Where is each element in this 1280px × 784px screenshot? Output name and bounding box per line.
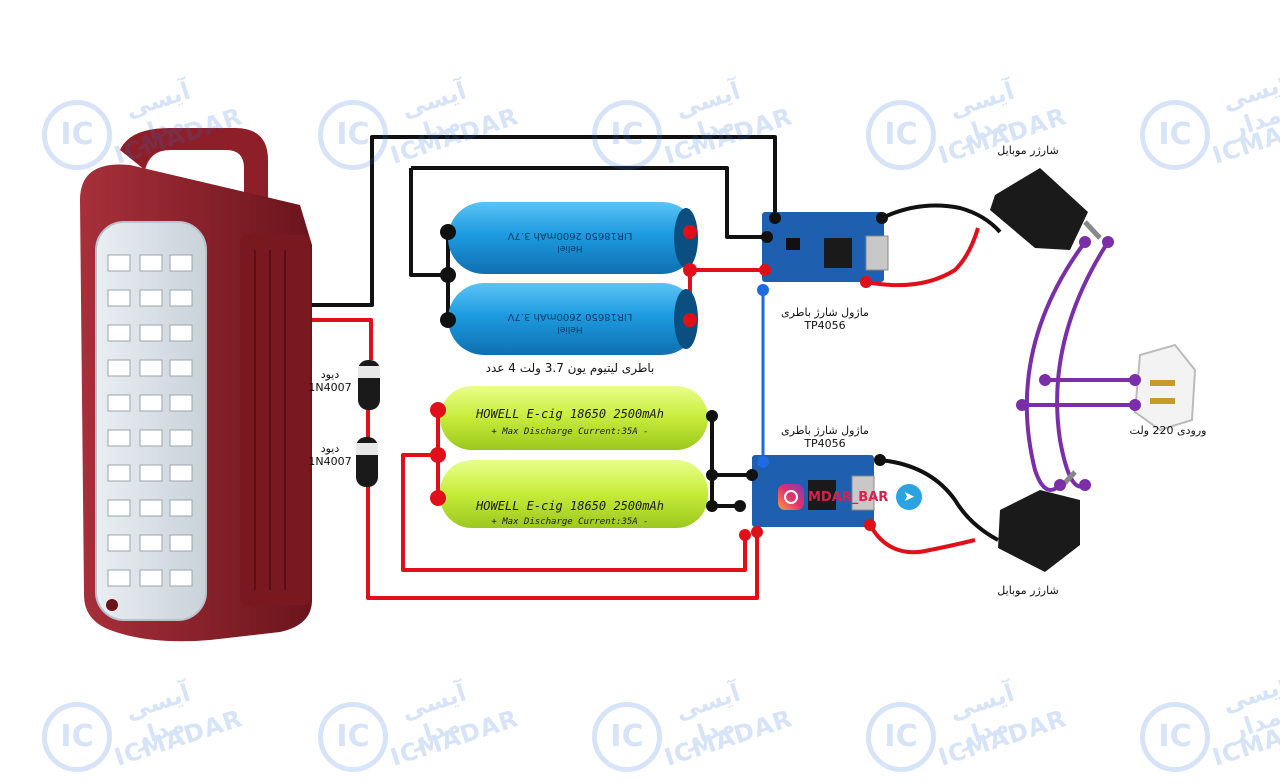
diode-label-text: دیود bbox=[320, 442, 340, 455]
charger-label-top: شارژر موبایل bbox=[997, 144, 1059, 157]
module-part: TP4056 bbox=[804, 437, 846, 450]
module-label-top: ماژول شارژ باطری TP4056 bbox=[770, 306, 880, 332]
diode-label-bottom: دیود 1N4007 bbox=[300, 442, 360, 468]
mobile-charger-bottom bbox=[998, 470, 1080, 572]
charger-label-bottom: شارژر موبایل bbox=[997, 584, 1059, 597]
junctions-red bbox=[430, 225, 876, 541]
junctions-black bbox=[440, 212, 888, 512]
wires-black bbox=[312, 135, 1002, 542]
ac-input-label: ورودی 220 ولت bbox=[1129, 424, 1207, 437]
wall-plug bbox=[1133, 343, 1197, 432]
tp4056-module-top bbox=[762, 212, 889, 282]
diode-part-number: 1N4007 bbox=[308, 455, 352, 468]
battery-blue-bottom-label2: Heliel bbox=[557, 324, 582, 334]
social-handle-text: MDAR_BAR bbox=[808, 490, 889, 505]
battery-green-top bbox=[440, 386, 708, 450]
battery-blue-top-label2: Heliel bbox=[557, 243, 582, 253]
battery-caption: باطری لیتیوم یون 3.7 ولت 4 عدد bbox=[485, 361, 655, 375]
diode-label-text: دیود bbox=[320, 368, 340, 381]
junctions-purple bbox=[1016, 236, 1141, 491]
battery-green-bottom bbox=[440, 460, 708, 528]
battery-green-top-line2: + Max Discharge Current:35A - bbox=[491, 427, 648, 437]
module-label-bottom: ماژول شارژ باطری TP4056 bbox=[770, 424, 880, 450]
battery-blue-bottom-label: LIR18650 2600mAh 3.7V bbox=[507, 311, 632, 322]
battery-blue-top bbox=[448, 202, 698, 274]
module-title: ماژول شارژ باطری bbox=[781, 424, 869, 437]
mobile-charger-top bbox=[990, 168, 1102, 250]
module-title: ماژول شارژ باطری bbox=[781, 306, 869, 319]
rechargeable-lamp bbox=[80, 128, 312, 642]
telegram-icon: ➤ bbox=[896, 484, 922, 510]
diode-bottom bbox=[356, 437, 378, 487]
battery-blue-top-label: LIR18650 2600mAh 3.7V bbox=[507, 230, 632, 241]
wires-purple bbox=[1022, 240, 1135, 492]
module-part: TP4056 bbox=[804, 319, 846, 332]
diode-part-number: 1N4007 bbox=[308, 381, 352, 394]
battery-green-top-line1: HOWELL E-cig 18650 2500mAh bbox=[475, 407, 664, 421]
junctions-blue bbox=[757, 284, 769, 468]
battery-green-bottom-line2: + Max Discharge Current:35A - bbox=[491, 517, 648, 527]
instagram-icon bbox=[778, 484, 804, 510]
diode-label-top: دیود 1N4007 bbox=[300, 368, 360, 394]
battery-green-bottom-line1: HOWELL E-cig 18650 2500mAh bbox=[475, 499, 664, 513]
diode-top bbox=[358, 360, 380, 410]
